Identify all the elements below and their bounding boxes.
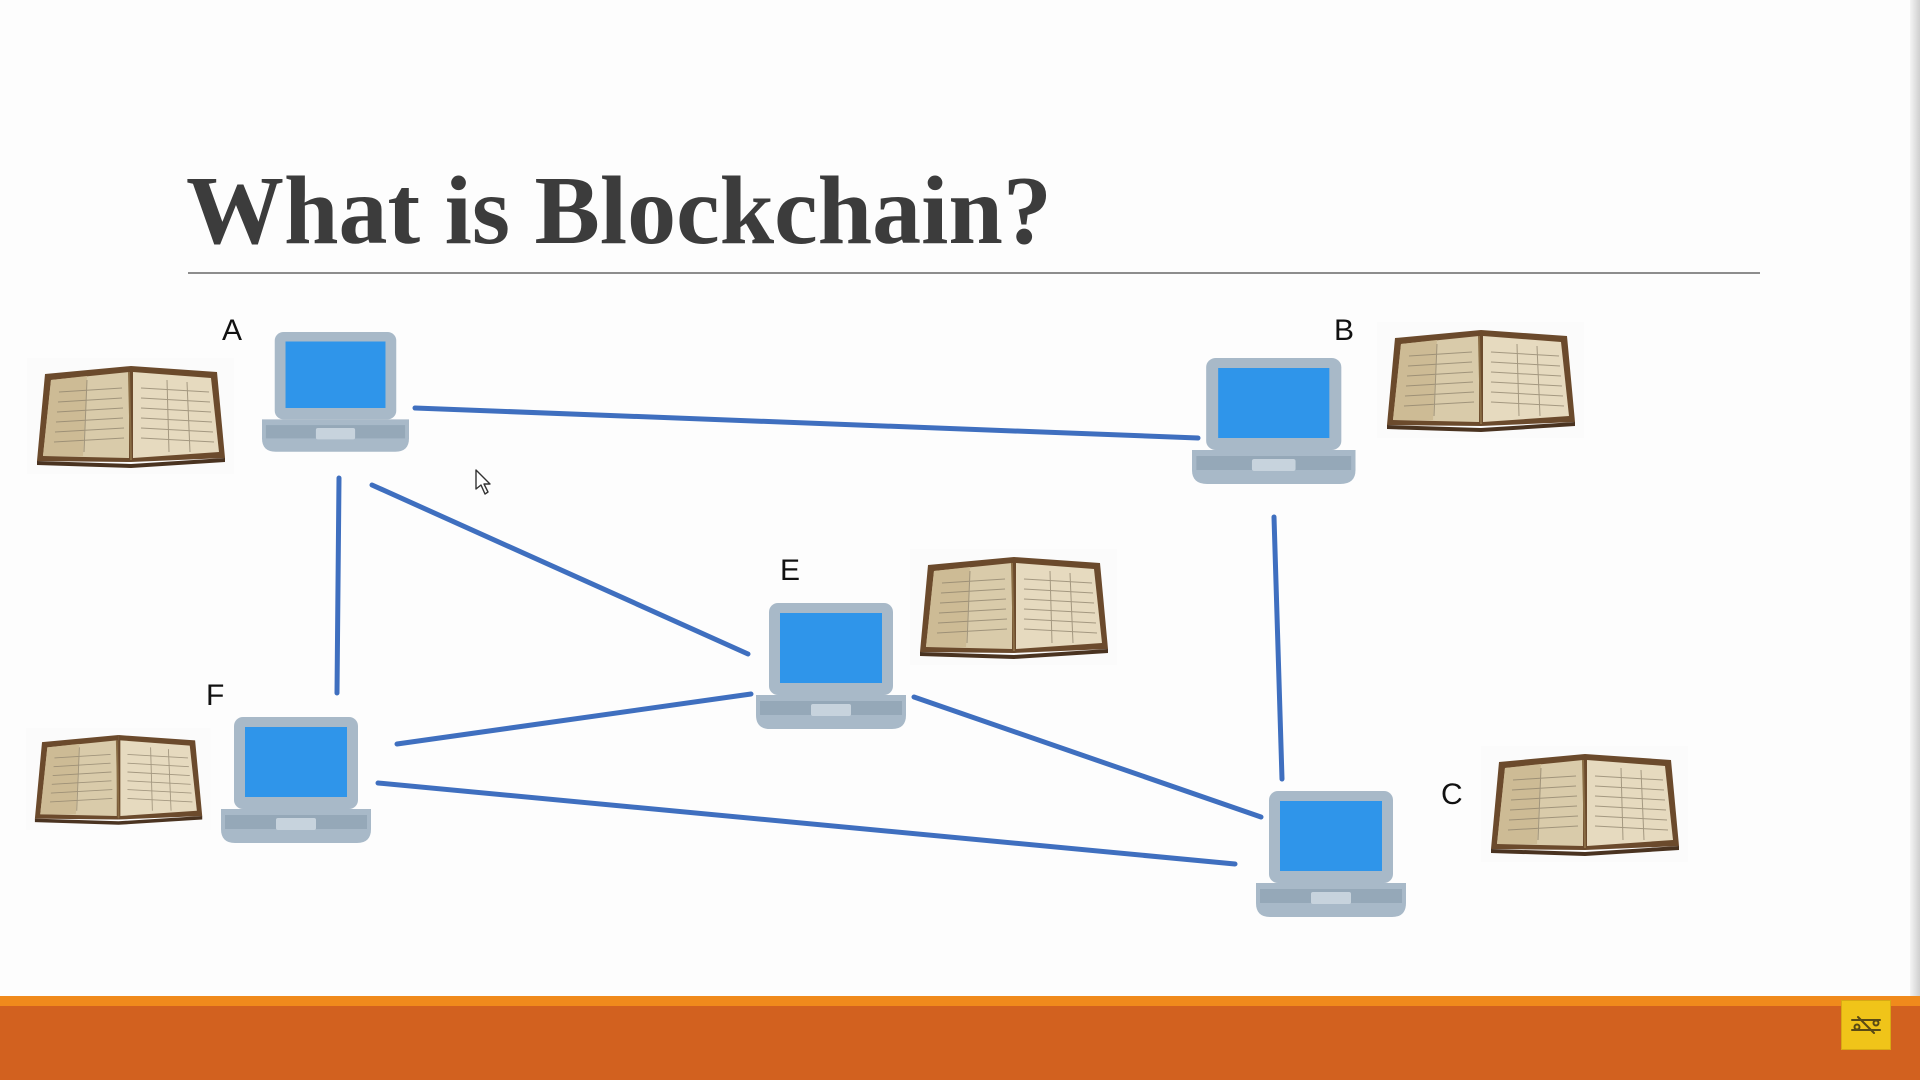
connection-lines [334, 405, 1285, 867]
ledger-book-icon [26, 357, 235, 475]
laptop-icon-e [756, 603, 906, 729]
node-label-e: E [780, 554, 800, 587]
edge-e-c [911, 694, 1264, 820]
laptop-icon-c [1256, 791, 1406, 917]
node-label-f: F [206, 679, 224, 712]
laptop-icon-b [1192, 358, 1356, 484]
edge-e-f [394, 691, 754, 747]
draw-tools-button[interactable] [1841, 1000, 1891, 1050]
edge-f-c [375, 780, 1238, 867]
node-label-a: A [222, 314, 242, 347]
edge-a-e [369, 482, 751, 657]
slide-title: What is Blockchain? [186, 157, 1052, 265]
draw-tools-icon [1851, 1016, 1881, 1034]
ledger-book-icon [1376, 321, 1585, 439]
node-label-b: B [1334, 314, 1354, 347]
footer-bar [0, 996, 1920, 1080]
slide-edge-shadow [1910, 0, 1920, 1080]
laptop-icon-f [221, 717, 371, 843]
laptop-icon-a [262, 332, 409, 452]
node-label-c: C [1441, 778, 1463, 811]
ledger-book-icon [25, 727, 212, 831]
ledger-book-icon [1480, 745, 1689, 863]
mouse-cursor-icon [475, 469, 491, 495]
edge-b-c [1271, 514, 1285, 782]
ledger-book-icon [909, 548, 1118, 666]
edge-a-b [412, 405, 1201, 441]
edge-a-f [334, 475, 342, 696]
title-divider [188, 272, 1760, 274]
